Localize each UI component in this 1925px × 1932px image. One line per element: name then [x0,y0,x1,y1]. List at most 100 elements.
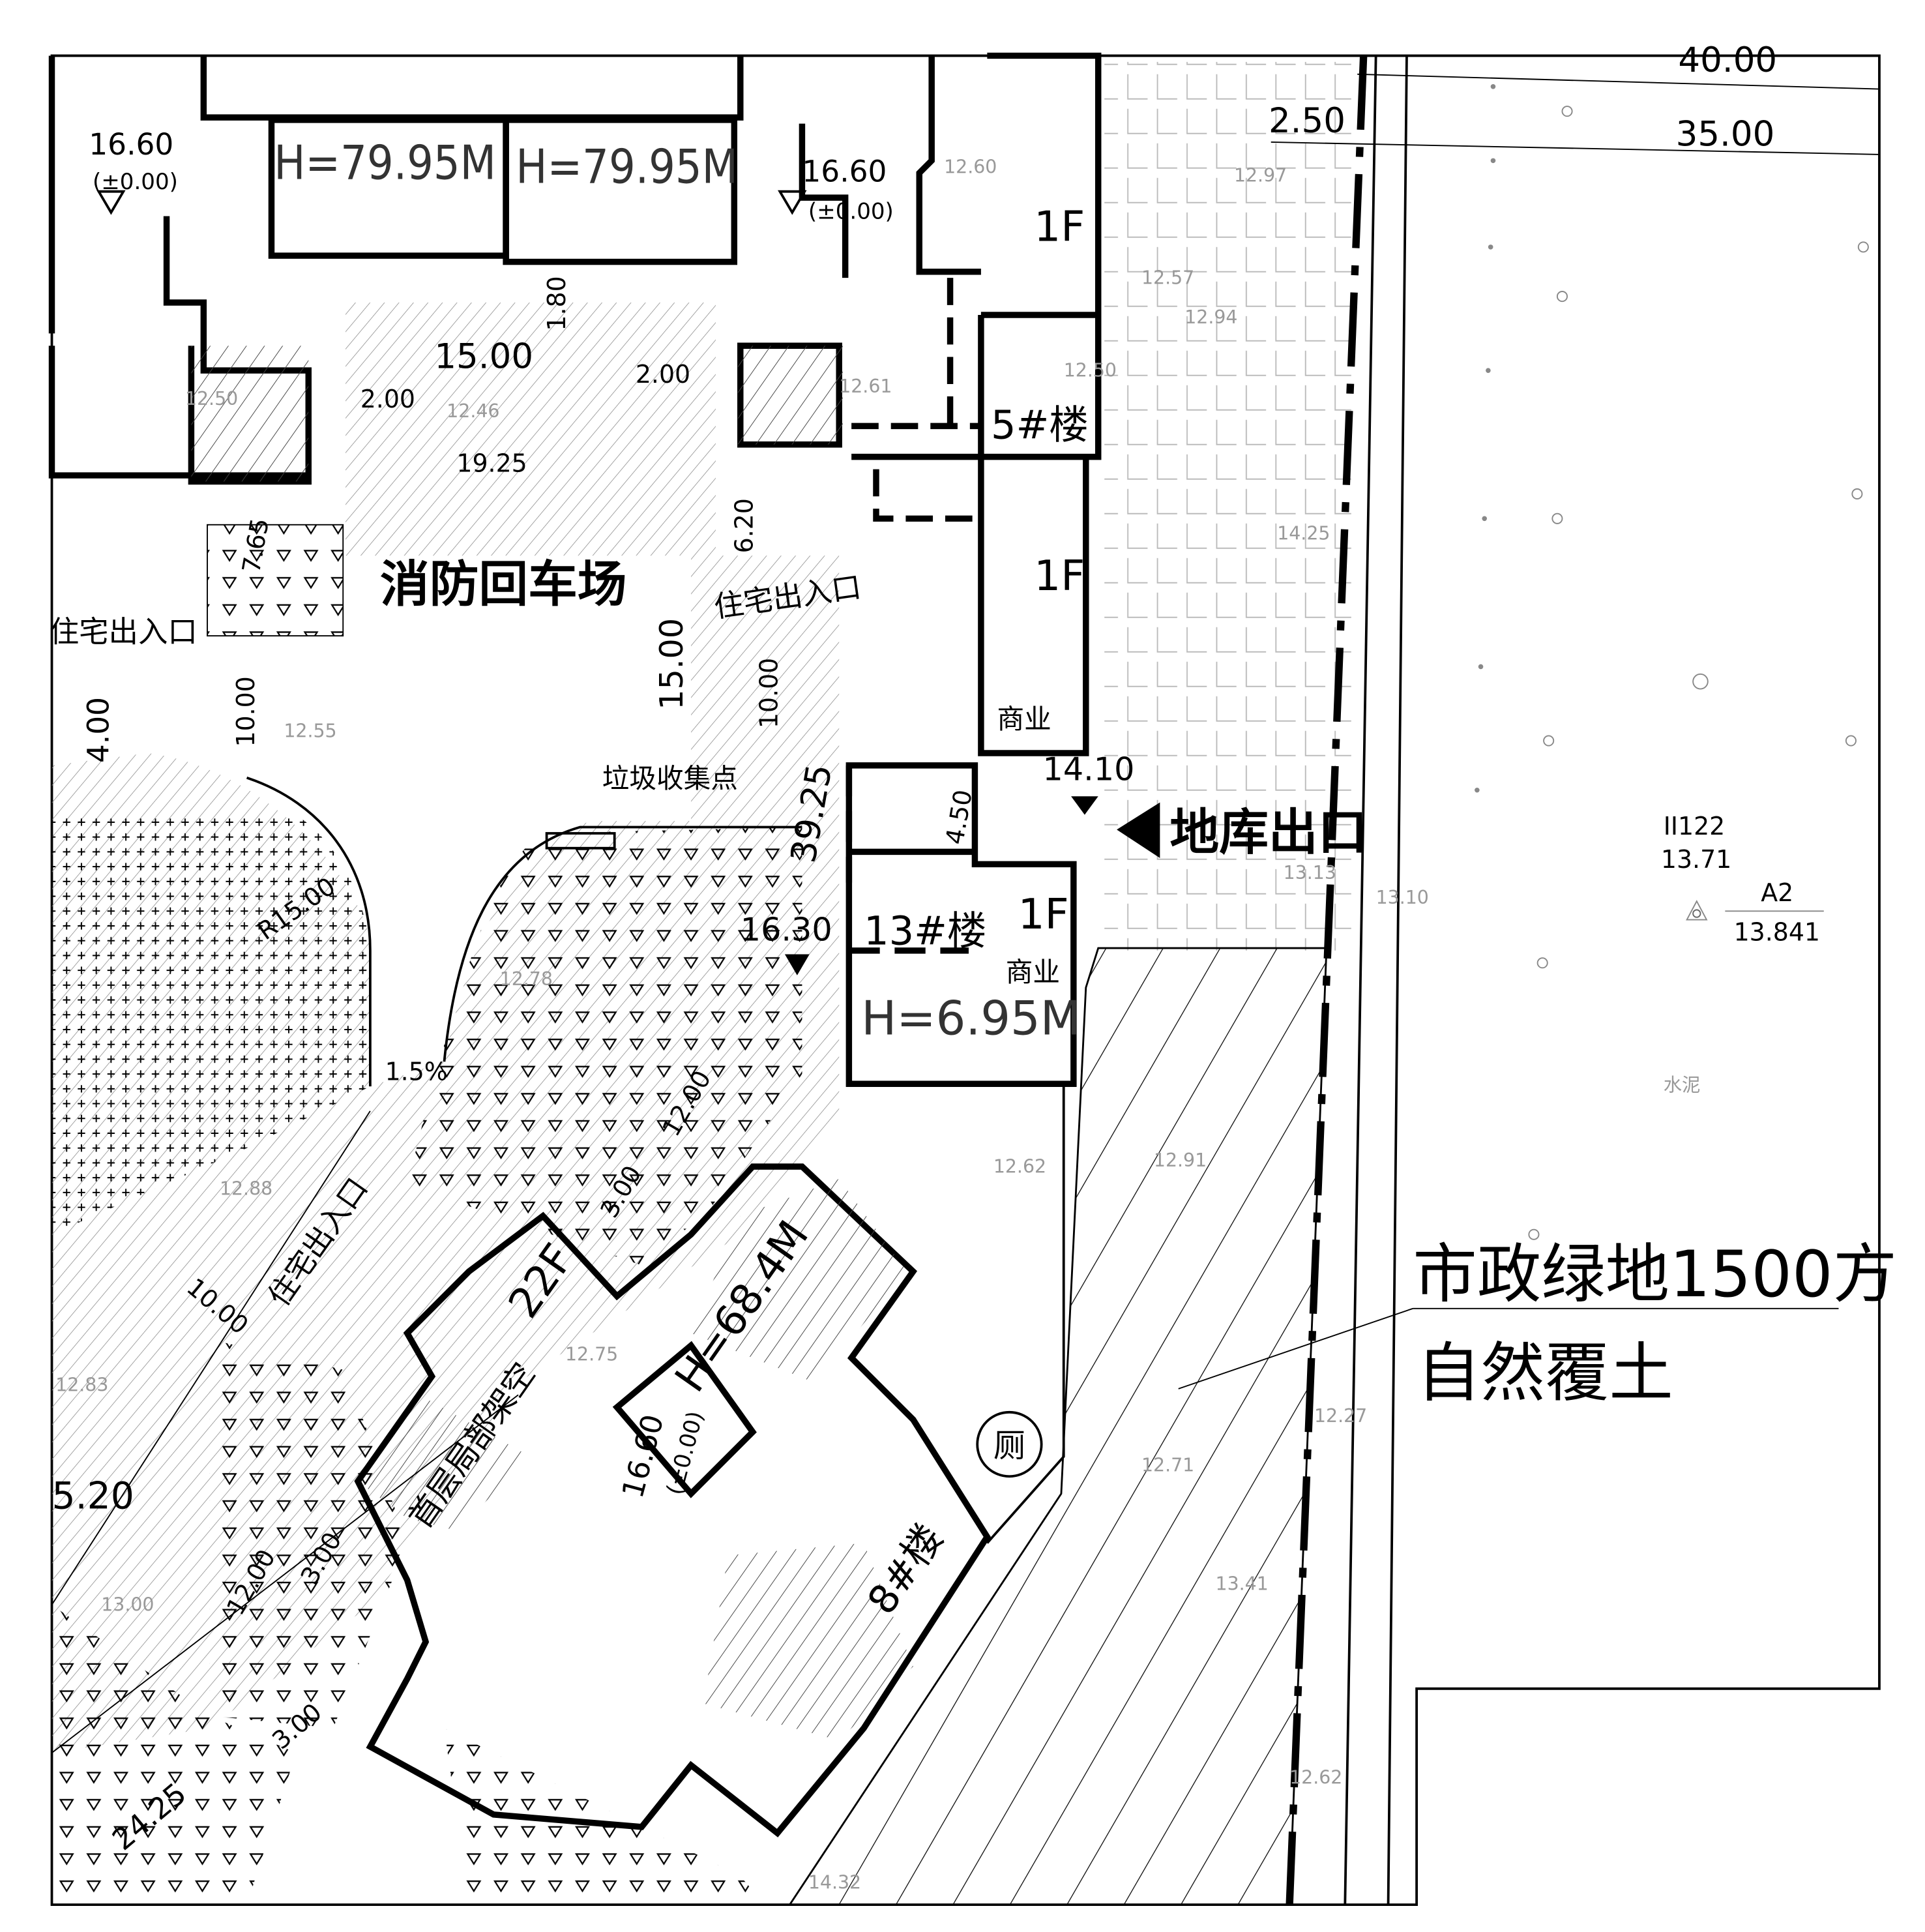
spot-elevation: 12.91 [1154,1150,1207,1171]
dim-19-25: 19.25 [456,449,527,477]
dim-15-00: 15.00 [653,618,690,710]
spot-elevation: 12.50 [1064,360,1117,381]
cement-label: 水泥 [1664,1075,1701,1096]
building-8-outline [354,1163,991,1837]
spot-elevation: 13.10 [1376,887,1429,908]
property-line [1286,55,1368,1905]
building-13-name: 13#楼 [864,908,986,954]
spot-elevation: 12.97 [1234,165,1287,186]
planting-triangles-2 [407,827,802,1266]
planting-triangles-4 [51,1605,297,1905]
spot-elevation: 12.88 [220,1178,272,1200]
building-13-height: H=6.95M [861,991,1081,1046]
building-13-use: 商业 [1006,956,1060,988]
dim-line-40 [1271,73,1879,155]
road-edge [1344,55,1408,1905]
dim-6-20: 6.20 [730,498,759,553]
dim-1-80: 1.80 [542,276,571,331]
level-1: 16.60 [89,127,173,162]
green-note-line1: 市政绿地1500方 [1413,1238,1897,1312]
survey-dots [1475,83,1496,793]
dim-10-00: 10.00 [755,658,784,728]
level-marker-icon [96,190,126,215]
survey-point-a2-icon [1686,900,1708,921]
spot-elevation: 12.60 [944,156,997,177]
west-hatch-block [191,346,309,482]
spot-elevation: 12.50 [185,388,238,409]
dim-15-00: 15.00 [434,336,533,376]
building-5-floors-top: 1F [1034,202,1085,251]
spot-elevation: 12.94 [1184,306,1237,328]
survey-point-name: A2 [1761,878,1793,907]
spot-elevation: 12.75 [565,1343,618,1365]
spot-elevation: 12.57 [1141,267,1194,289]
road-curve [246,777,802,1087]
dim-4-00: 4.00 [81,697,116,763]
spot-elevations: 12.60 12.97 12.57 12.94 12.50 12.61 12.5… [55,156,1429,1893]
dim-2-50: 2.50 [1269,101,1345,141]
level-2: 16.60 [802,155,887,189]
landscape-plus [51,814,370,1235]
garbage-bin-icon [545,832,616,850]
north-right-height: H=79.95M [516,139,738,194]
building-13-level: 16.30 [741,911,832,949]
level-marker-icon [778,190,807,215]
spot-elevation: 13.13 [1284,862,1336,884]
dim-40-00: 40.00 [1678,40,1777,80]
spot-elevation: 12.61 [839,376,892,397]
spot-elevation: 12.62 [1289,1767,1342,1789]
spot-elevation: 12.62 [993,1156,1046,1178]
building-5-name: 5#楼 [991,402,1089,448]
level-marker-icon [784,954,810,975]
survey-ref-code: II122 [1664,812,1726,840]
exit-level: 14.10 [1043,751,1135,788]
spot-elevation: 12.27 [1314,1405,1367,1427]
dim-slope: 1.5% [385,1058,448,1086]
garage-exit-label: 地库出口 [1170,804,1368,861]
entrance-label: 住宅出入口 [50,615,198,649]
survey-ref-value: 13.71 [1661,845,1731,874]
building-5-dashed [851,278,981,522]
dim-2-00: 2.00 [636,360,690,389]
municipal-green-area [787,947,1328,1906]
building-8-hatch-1 [691,1179,907,1383]
leader-line [1178,1307,1413,1390]
north-left-height: H=79.95M [274,136,496,190]
paving-grid [1104,61,1351,951]
building-5-use: 商业 [997,703,1051,735]
spot-elevation: 14.25 [1277,522,1330,544]
planting-triangles-3 [209,1339,407,1729]
building-5-outline [851,52,1102,756]
building-8-hatch-2 [357,1395,531,1531]
dim-2-00: 2.00 [360,385,415,413]
level-2-rel: (±0.00) [808,198,894,224]
spot-elevation: 12.55 [284,720,336,741]
fire-turnaround-label: 消防回车场 [380,556,627,613]
level-marker-icon [1071,796,1098,815]
spot-elevation: 12.83 [55,1375,108,1396]
building-13-outline [845,762,1077,1088]
survey-circles [1528,106,1869,1240]
dim-10-00: 10.00 [231,676,260,747]
toilet-label: 厕 [993,1427,1025,1464]
road-line [51,1110,519,1754]
building-13-dashed [845,765,969,954]
dimensions: 15.00 1.80 2.00 2.00 19.25 7.65 6.20 10.… [81,40,1778,1857]
green-note-line2: 自然覆土 [1417,1336,1673,1410]
left-level: 5.20 [52,1474,134,1517]
building-8-hatch-3 [703,1543,913,1741]
survey-point-value: 13.841 [1734,918,1820,947]
dim-35-00: 35.00 [1676,115,1775,155]
spot-elevation: 13.41 [1216,1573,1269,1594]
building-8-core [612,1341,757,1498]
building-5-floors-mid: 1F [1034,552,1085,601]
spot-elevation: 12.46 [447,400,499,422]
building-13-floors: 1F [1018,890,1069,939]
level-1-rel: (±0.00) [93,169,178,195]
planting-triangles-1 [207,524,344,637]
exit-arrow-icon [1117,802,1160,858]
garbage-point-label: 垃圾收集点 [602,762,738,794]
east-hatch-block [737,346,843,445]
spot-elevation: 12.78 [500,968,553,990]
